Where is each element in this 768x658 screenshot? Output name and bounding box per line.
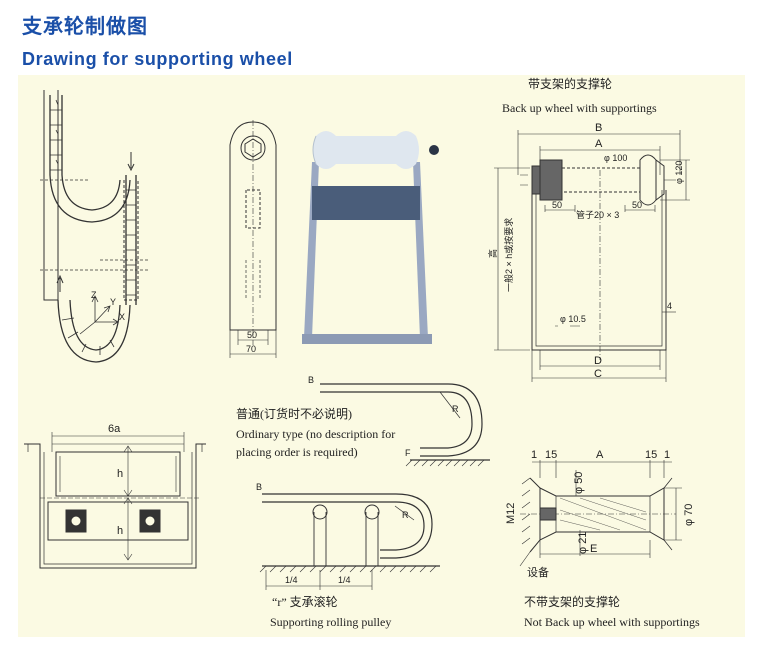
- dim-e: E: [590, 543, 597, 555]
- page-title-cn: 支承轮制做图: [22, 14, 148, 38]
- no-backup-caption-en: Not Back up wheel with supportings: [524, 615, 700, 629]
- axis-y-label: Y: [110, 297, 116, 307]
- dim-phi21: φ 21: [577, 532, 589, 554]
- equipment-label: 设备: [527, 565, 549, 579]
- page-title-en: Drawing for supporting wheel: [22, 49, 293, 69]
- backup-wheel-caption-cn: 带支架的支撑轮: [528, 76, 612, 91]
- ordinary-desc-2: placing order is required): [236, 445, 358, 459]
- dim-m12: M12: [505, 503, 517, 524]
- cross-width-6a: 6a: [108, 423, 121, 435]
- dim-phi70: φ 70: [683, 504, 695, 526]
- backup-wheel-caption-en: Back up wheel with supportings: [502, 101, 657, 115]
- bracket-side-view: [229, 120, 277, 358]
- pulley-quarter-1: 1/4: [285, 575, 298, 585]
- ordinary-r-label: R: [452, 404, 459, 414]
- bracket-photo: [300, 128, 440, 358]
- pulley-quarter-2: 1/4: [338, 575, 351, 585]
- dim-b: B: [595, 122, 602, 134]
- ordinary-f-label: F: [405, 448, 411, 458]
- axis-x-label: X: [119, 312, 125, 322]
- dim-phi50: φ 50: [573, 472, 585, 494]
- dim-c: C: [594, 368, 602, 380]
- pipe-label: 管子20 × 3: [576, 209, 619, 220]
- pulley-caption-en: Supporting rolling pulley: [270, 615, 391, 629]
- no-backup-wheel-drawing: [519, 460, 682, 567]
- ordinary-type-drawing: [320, 383, 490, 467]
- height-note: 一般2 × h或按要求: [503, 218, 514, 292]
- dim-15-left: 15: [545, 449, 557, 461]
- pulley-r-label: R: [402, 510, 409, 520]
- ordinary-title: 普通(订货时不必说明): [236, 406, 352, 421]
- dim-15-right: 15: [645, 449, 657, 461]
- cross-section-drawing: [24, 432, 206, 569]
- dim-1-right: 1: [664, 449, 670, 461]
- height-label: 高: [487, 249, 498, 258]
- no-backup-caption-cn: 不带支架的支撑轮: [524, 594, 620, 609]
- rolling-pulley-drawing: [259, 493, 440, 590]
- dim-50-left: 50: [552, 200, 562, 210]
- chain-drawing: [40, 90, 150, 363]
- bracket-width-50: 50: [247, 330, 257, 340]
- dim-phi10-5: φ 10.5: [560, 314, 586, 324]
- cross-h-lower: h: [117, 525, 123, 537]
- dim-4: 4: [667, 301, 672, 311]
- dim-phi120: φ 120: [674, 161, 684, 184]
- axis-z-label: Z: [91, 290, 97, 300]
- bracket-width-70: 70: [246, 344, 256, 354]
- dim-a-lower: A: [596, 449, 604, 461]
- pulley-caption-cn: “r” 支承滚轮: [272, 594, 338, 609]
- pulley-b-label: B: [256, 482, 262, 492]
- dim-a: A: [595, 138, 603, 150]
- dim-50-right: 50: [632, 200, 642, 210]
- dim-phi100: φ 100: [604, 153, 627, 163]
- ordinary-b-label: B: [308, 375, 314, 385]
- backup-wheel-drawing: [494, 130, 690, 382]
- ordinary-desc-1: Ordinary type (no description for: [236, 427, 395, 441]
- cross-h-upper: h: [117, 468, 123, 480]
- dim-d: D: [594, 355, 602, 367]
- dim-1-left: 1: [531, 449, 537, 461]
